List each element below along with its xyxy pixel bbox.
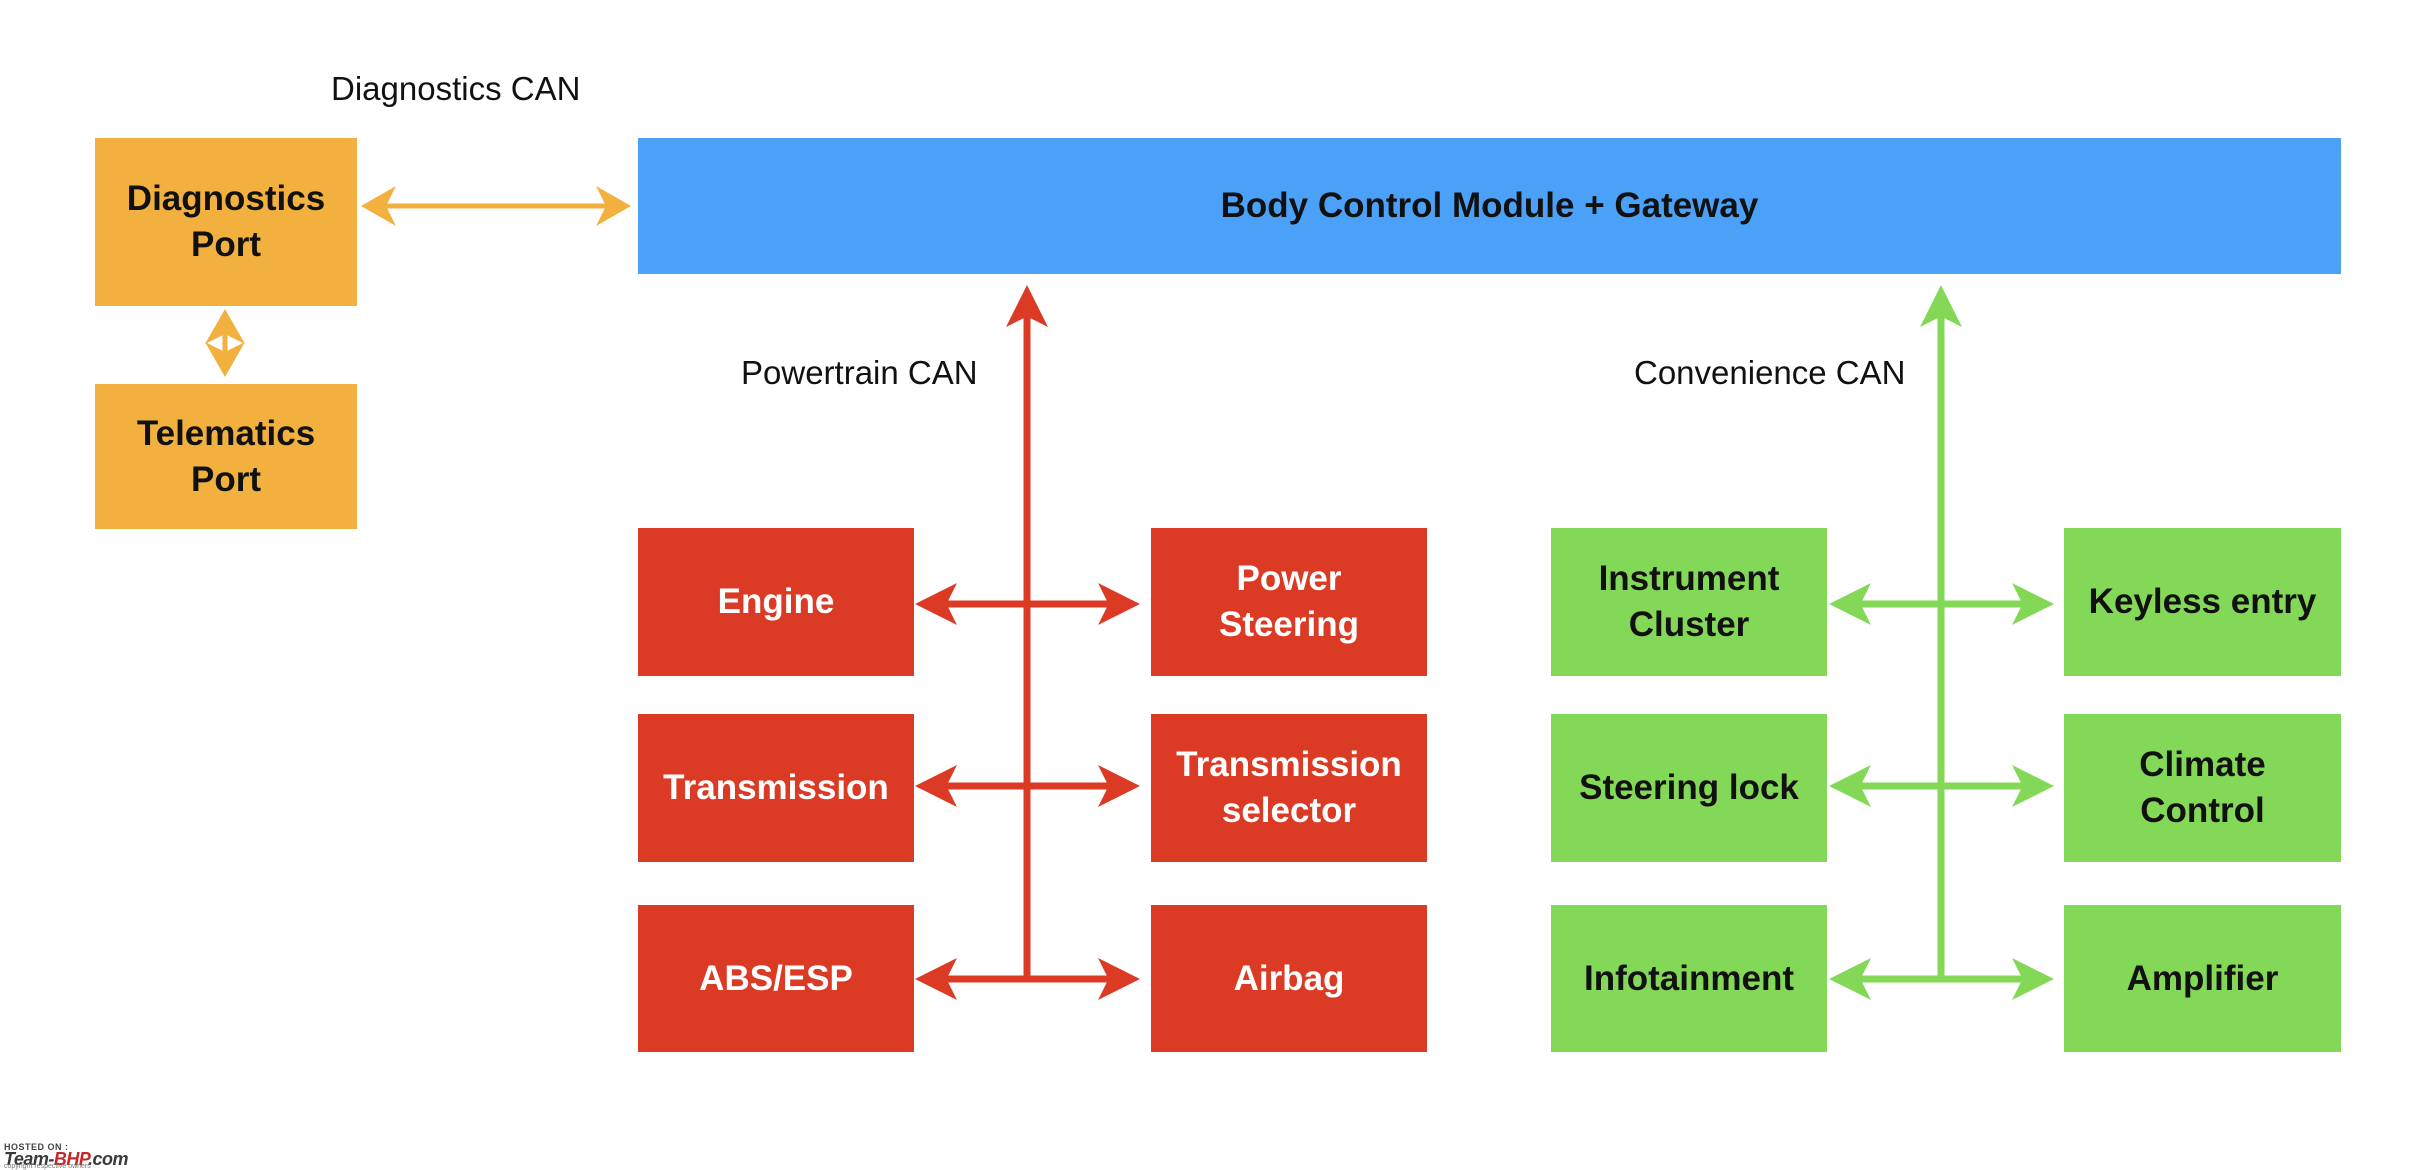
watermark-hosted-on: HOSTED ON :: [4, 1142, 69, 1152]
body-control-module-gateway-box: Body Control Module + Gateway: [638, 138, 2341, 274]
engine-box: Engine: [638, 528, 914, 676]
telematics-port-box: Telematics Port: [95, 384, 357, 529]
airbag-box: Airbag: [1151, 905, 1427, 1052]
watermark-logo-bhp: BHP: [53, 1149, 89, 1169]
amplifier-box: Amplifier: [2064, 905, 2341, 1052]
watermark-copyright: copyright respective owners: [4, 1163, 91, 1170]
steering-lock-box: Steering lock: [1551, 714, 1827, 862]
instrument-cluster-box: Instrument Cluster: [1551, 528, 1827, 676]
keyless-entry-box: Keyless entry: [2064, 528, 2341, 676]
diagnostics-can-label: Diagnostics CAN: [331, 70, 581, 107]
abs-esp-box: ABS/ESP: [638, 905, 914, 1052]
power-steering-box: Power Steering: [1151, 528, 1427, 676]
diagnostics-port-box: Diagnostics Port: [95, 138, 357, 306]
infotainment-box: Infotainment: [1551, 905, 1827, 1052]
convenience-can-label: Convenience CAN: [1634, 354, 1906, 391]
powertrain-can-label: Powertrain CAN: [741, 354, 978, 391]
watermark-logo-team: Team-: [4, 1149, 54, 1169]
watermark-logo-com: .com: [88, 1149, 129, 1169]
transmission-selector-box: Transmission selector: [1151, 714, 1427, 862]
watermark-logo: Team-BHP.com: [4, 1149, 129, 1170]
transmission-box: Transmission: [638, 714, 914, 862]
climate-control-box: Climate Control: [2064, 714, 2341, 862]
